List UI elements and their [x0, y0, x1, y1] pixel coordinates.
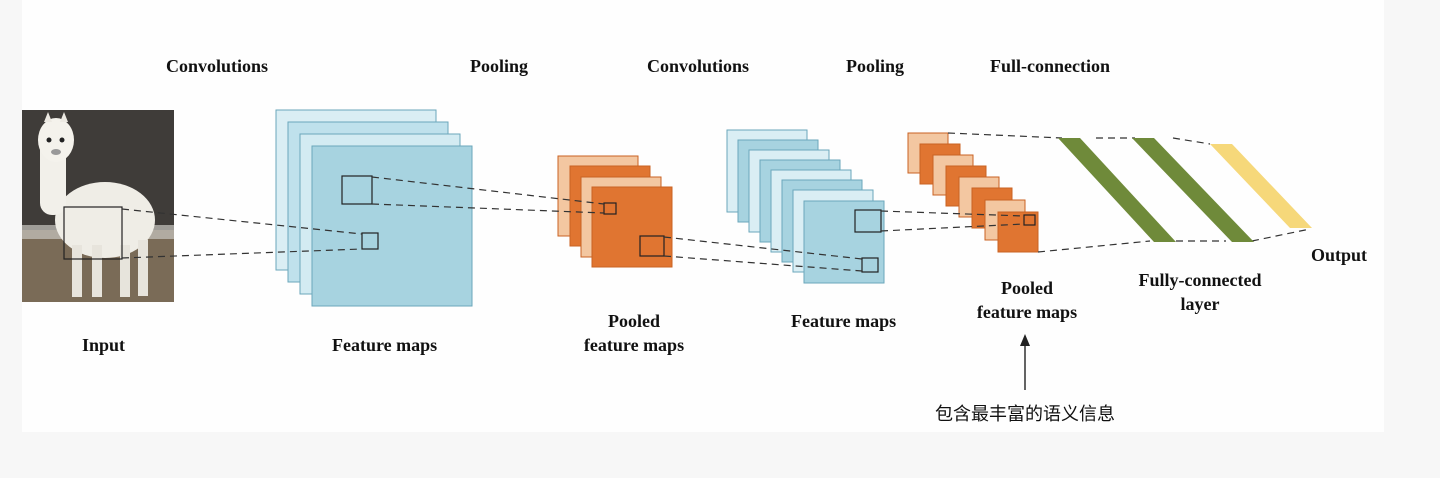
label-pooled-2-line2: feature maps [976, 302, 1078, 322]
label-fully-connected: Fully-connected layer [1128, 268, 1272, 316]
semantic-annotation: 包含最丰富的语义信息 [935, 404, 1115, 425]
label-pooled-1-line2: feature maps [583, 335, 685, 355]
label-convolutions-1: Convolutions [166, 56, 269, 76]
label-output: Output [1311, 245, 1368, 265]
label-convolutions-2: Convolutions [647, 56, 750, 76]
fully-connected-layer [1058, 138, 1254, 242]
output-band [1210, 144, 1312, 228]
label-pooled-2-line1: Pooled [1001, 278, 1053, 298]
label-pooled-2: Pooled feature maps [967, 276, 1087, 324]
label-pooled-1: Pooled feature maps [575, 309, 693, 357]
connection-lines [121, 132, 1311, 272]
pooled-feature-maps-2 [907, 132, 1039, 253]
label-input: Input [82, 335, 126, 355]
label-pooling-2: Pooling [846, 56, 905, 76]
diagram-panel [22, 0, 1384, 432]
label-feature-maps-2: Feature maps [791, 311, 897, 331]
label-feature-maps-1: Feature maps [332, 335, 438, 355]
label-pooling-1: Pooling [470, 56, 529, 76]
input-image [22, 110, 174, 302]
label-fc-line2: layer [1180, 294, 1220, 314]
feature-maps-2 [726, 129, 885, 284]
label-fc-line1: Fully-connected [1138, 270, 1262, 290]
label-full-connection: Full-connection [990, 56, 1110, 76]
label-pooled-1-line1: Pooled [608, 311, 660, 331]
feature-maps-1 [275, 109, 473, 307]
pooled-feature-maps-1 [557, 155, 673, 268]
annotation-arrow [1020, 334, 1030, 390]
